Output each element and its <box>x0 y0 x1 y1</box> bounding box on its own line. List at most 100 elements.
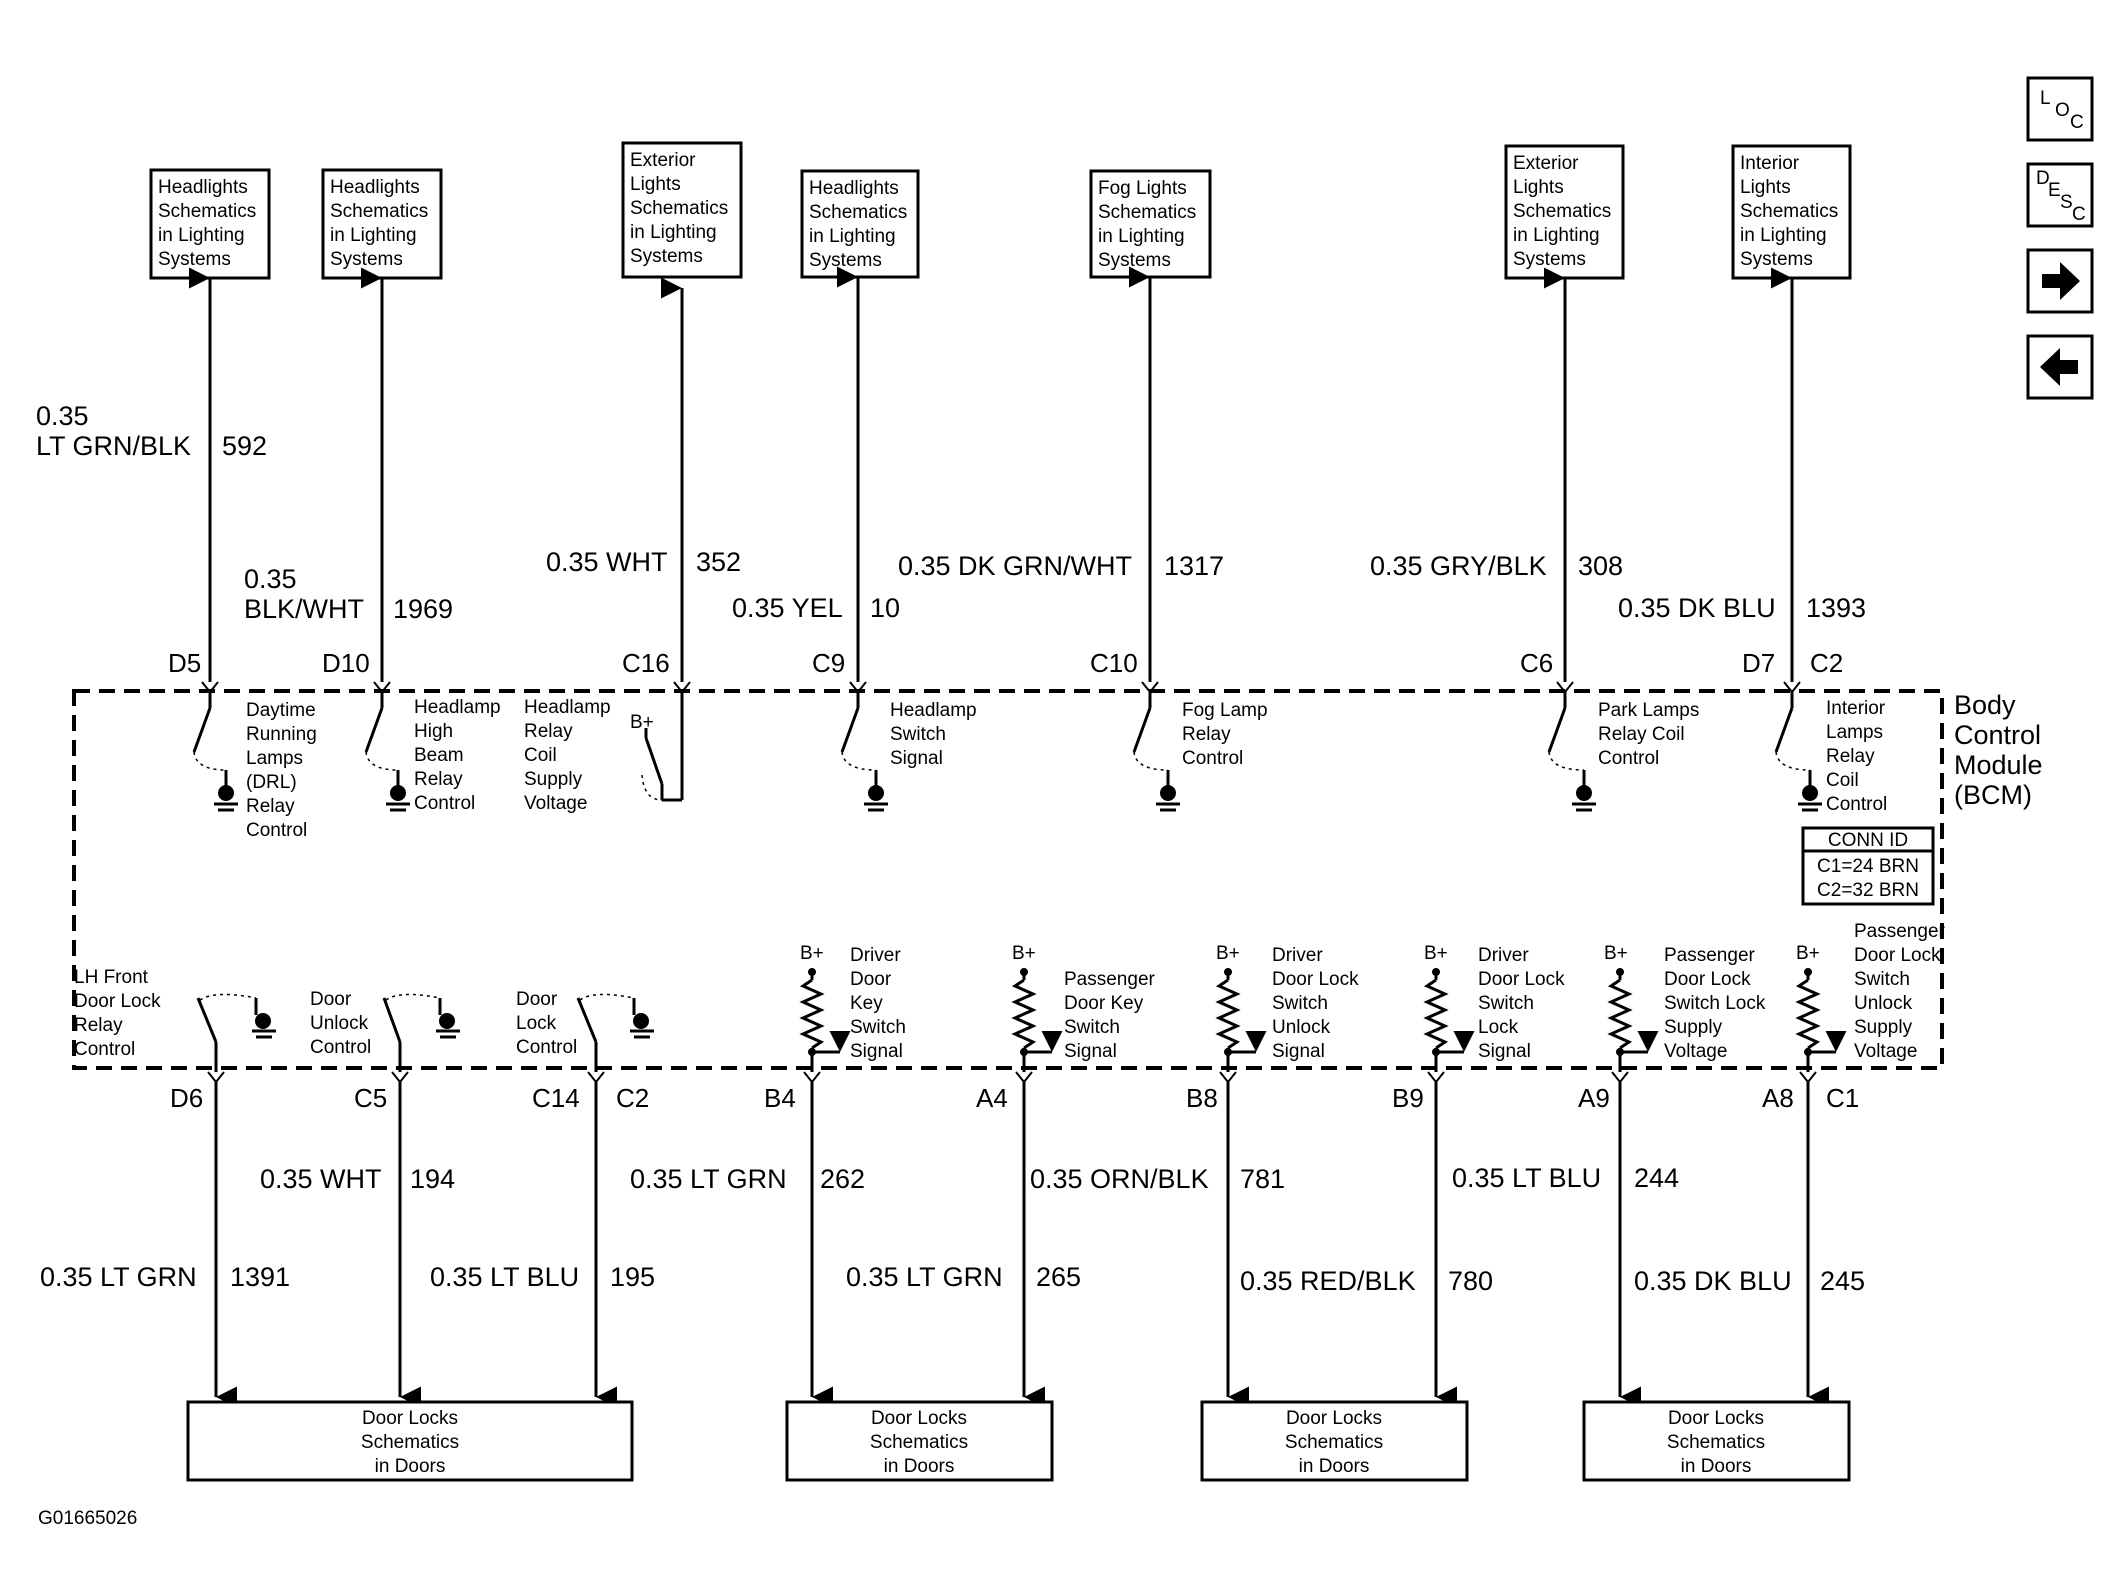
svg-text:352: 352 <box>696 547 741 577</box>
circuit-a9: B+ Passenger Door Lock Switch Lock Suppl… <box>1452 943 1766 1408</box>
svg-text:C1=24 BRN: C1=24 BRN <box>1817 856 1919 877</box>
svg-text:Signal: Signal <box>850 1041 903 1062</box>
door-locks-schematic-link[interactable]: Door Locks Schematics in Doors <box>1200 1400 1469 1482</box>
svg-text:Driver: Driver <box>1478 945 1529 966</box>
circuit-d10: Headlights Schematics in Lighting System… <box>244 168 501 814</box>
svg-text:Passenger: Passenger <box>1664 945 1756 966</box>
svg-text:0.35 YEL: 0.35 YEL <box>732 593 843 623</box>
next-page-button[interactable] <box>2026 248 2094 314</box>
svg-text:Control: Control <box>246 820 307 841</box>
svg-text:Headlamp: Headlamp <box>524 697 611 718</box>
svg-text:C1: C1 <box>1826 1083 1859 1113</box>
left-arrow-icon <box>2040 348 2078 386</box>
svg-text:Beam: Beam <box>414 745 464 766</box>
svg-text:in Doors: in Doors <box>884 1456 955 1477</box>
svg-text:Running: Running <box>246 724 317 745</box>
fog-lights-schematic-link[interactable] <box>1089 169 1212 279</box>
svg-text:C2: C2 <box>1810 648 1843 678</box>
svg-text:LH Front: LH Front <box>74 967 149 988</box>
svg-text:C10: C10 <box>1090 648 1138 678</box>
svg-text:D6: D6 <box>170 1083 203 1113</box>
svg-text:C14: C14 <box>532 1083 580 1113</box>
svg-text:Headlights: Headlights <box>809 178 899 199</box>
svg-text:Relay: Relay <box>1826 746 1875 767</box>
svg-text:Interior: Interior <box>1826 698 1886 719</box>
door-locks-schematic-link[interactable]: Door Locks Schematics in Doors <box>1582 1400 1851 1482</box>
svg-text:B+: B+ <box>1796 943 1820 964</box>
figure-id: G01665026 <box>38 1508 137 1529</box>
svg-text:B+: B+ <box>800 943 824 964</box>
svg-text:C9: C9 <box>812 648 845 678</box>
exterior-lights-schematic-link[interactable] <box>621 141 743 279</box>
svg-text:Switch Lock: Switch Lock <box>1664 993 1766 1014</box>
svg-text:C: C <box>2070 112 2084 133</box>
svg-text:308: 308 <box>1578 551 1623 581</box>
svg-text:Supply: Supply <box>1664 1017 1723 1038</box>
svg-text:Unlock: Unlock <box>1272 1017 1331 1038</box>
nav-desc-button[interactable]: D E S C <box>2026 162 2094 228</box>
svg-text:Systems: Systems <box>1098 250 1171 271</box>
svg-text:in Lighting: in Lighting <box>158 225 245 246</box>
svg-text:0.35: 0.35 <box>244 564 297 594</box>
svg-text:0.35 DK BLU: 0.35 DK BLU <box>1634 1266 1792 1296</box>
svg-text:Switch: Switch <box>1064 1017 1120 1038</box>
svg-text:Lock: Lock <box>1478 1017 1519 1038</box>
svg-text:0.35 LT GRN: 0.35 LT GRN <box>846 1262 1003 1292</box>
svg-text:Schematics: Schematics <box>1513 201 1611 222</box>
svg-text:C16: C16 <box>622 648 670 678</box>
door-locks-schematic-link[interactable]: Door Locks Schematics in Doors <box>785 1400 1054 1482</box>
svg-text:in Doors: in Doors <box>1299 1456 1370 1477</box>
circuit-c16: Exterior Lights Schematics in Lighting S… <box>524 141 743 814</box>
headlights-schematic-link[interactable] <box>321 168 443 280</box>
svg-text:0.35: 0.35 <box>36 401 89 431</box>
svg-text:D5: D5 <box>168 648 201 678</box>
svg-text:Fog Lights: Fog Lights <box>1098 178 1187 199</box>
svg-text:Schematics: Schematics <box>1098 202 1196 223</box>
previous-page-button[interactable] <box>2026 334 2094 400</box>
circuit-d6: LH Front Door Lock Relay Control D6 0.35… <box>40 967 290 1408</box>
svg-text:B9: B9 <box>1392 1083 1424 1113</box>
svg-text:Exterior: Exterior <box>1513 153 1579 174</box>
svg-text:O: O <box>2055 100 2070 121</box>
svg-text:Module: Module <box>1954 750 2043 780</box>
svg-text:Control: Control <box>1954 720 2041 750</box>
svg-text:0.35 LT GRN: 0.35 LT GRN <box>630 1164 787 1194</box>
svg-text:Signal: Signal <box>1064 1041 1117 1062</box>
svg-text:Door: Door <box>850 969 892 990</box>
svg-text:Headlamp: Headlamp <box>414 697 501 718</box>
nav-loc-button[interactable]: L O C <box>2026 76 2094 142</box>
svg-text:244: 244 <box>1634 1163 1679 1193</box>
svg-text:1391: 1391 <box>230 1262 290 1292</box>
headlights-schematic-link[interactable] <box>800 169 920 279</box>
svg-text:in Lighting: in Lighting <box>809 226 896 247</box>
svg-text:Lock: Lock <box>516 1013 557 1034</box>
svg-text:Schematics: Schematics <box>158 201 256 222</box>
svg-text:Relay: Relay <box>524 721 573 742</box>
svg-text:0.35 LT BLU: 0.35 LT BLU <box>1452 1163 1601 1193</box>
svg-text:Voltage: Voltage <box>1664 1041 1727 1062</box>
circuit-c6: Exterior Lights Schematics in Lighting S… <box>1370 144 1699 812</box>
door-locks-schematic-link[interactable]: Door Locks Schematics in Doors <box>186 1400 634 1482</box>
svg-text:L: L <box>2040 88 2051 109</box>
svg-text:1317: 1317 <box>1164 551 1224 581</box>
bcm-title: Body Control Module (BCM) <box>1954 690 2043 810</box>
svg-text:C5: C5 <box>354 1083 387 1113</box>
svg-text:B+: B+ <box>1216 943 1240 964</box>
svg-text:Body: Body <box>1954 690 2016 720</box>
svg-text:0.35 WHT: 0.35 WHT <box>260 1164 382 1194</box>
svg-text:Coil: Coil <box>524 745 557 766</box>
svg-text:0.35 DK GRN/WHT: 0.35 DK GRN/WHT <box>898 551 1132 581</box>
circuit-b8: B+ Driver Door Lock Switch Unlock Signal… <box>1030 943 1359 1408</box>
svg-text:LT GRN/BLK: LT GRN/BLK <box>36 431 191 461</box>
svg-text:Control: Control <box>1182 748 1243 769</box>
svg-text:B+: B+ <box>1424 943 1448 964</box>
svg-text:Systems: Systems <box>630 246 703 267</box>
svg-text:Door Lock: Door Lock <box>1664 969 1751 990</box>
headlights-schematic-link[interactable] <box>149 168 271 280</box>
svg-text:High: High <box>414 721 453 742</box>
svg-text:Control: Control <box>1598 748 1659 769</box>
circuit-b9: B+ Driver Door Lock Switch Lock Signal B… <box>1240 943 1565 1408</box>
circuit-a8: B+ Passenger Door Lock Switch Unlock Sup… <box>1634 921 1946 1408</box>
svg-text:Control: Control <box>1826 794 1887 815</box>
svg-text:Lamps: Lamps <box>1826 722 1883 743</box>
